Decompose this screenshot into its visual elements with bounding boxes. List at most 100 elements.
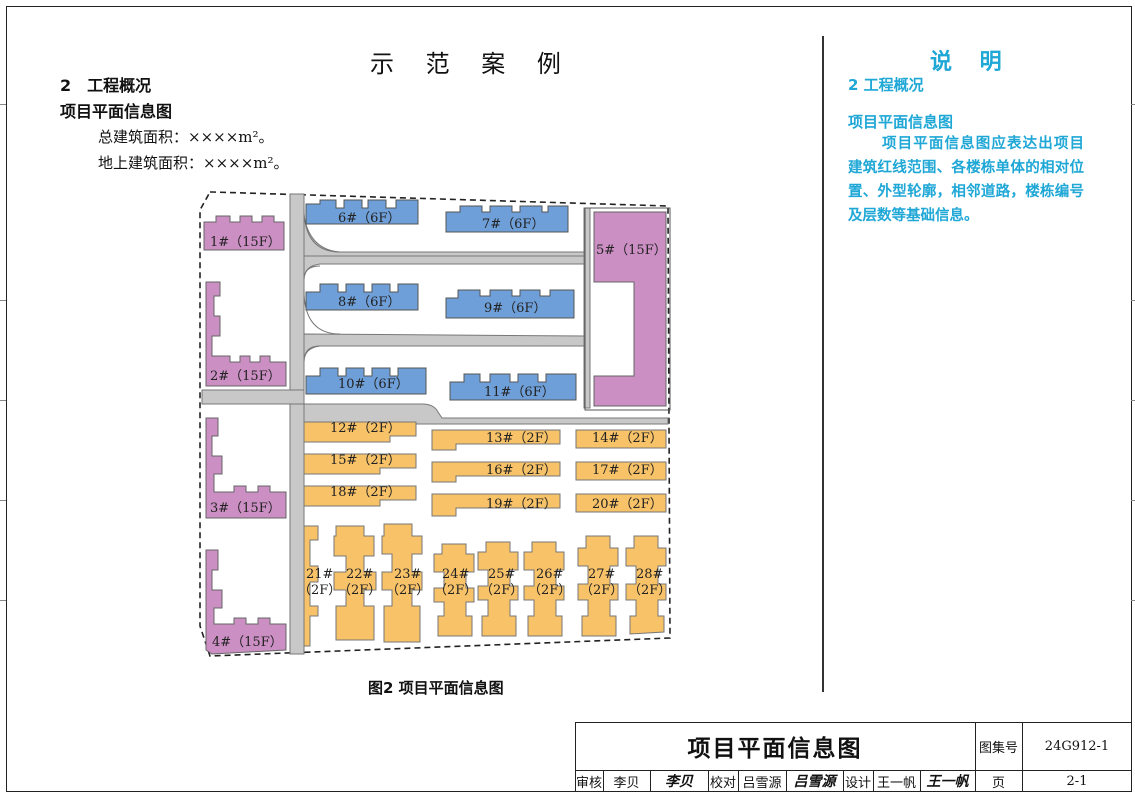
label-building-27: 27#: [588, 567, 615, 582]
road-bend: [303, 333, 586, 363]
label-building-25: 25#: [488, 567, 515, 582]
building-9: [445, 289, 575, 319]
label-building-14: 14#（2F）: [592, 431, 663, 446]
label-building-4: 4#（15F）: [212, 635, 283, 650]
explanation-body: 项目平面信息图应表达出项目建筑红线范围、各楼栋单体的相对位置、外型轮廓，相邻道路…: [848, 135, 1084, 224]
title-block-rule: [1022, 722, 1023, 792]
title-block-rule: [603, 770, 604, 792]
label-building-13: 13#（2F）: [486, 431, 557, 446]
midrise-group: [305, 199, 577, 401]
label-building-28-floors: （2F）: [628, 583, 671, 598]
edge-tick: [1131, 104, 1135, 105]
design-label: 设计: [844, 775, 871, 791]
property-boundary: [199, 191, 671, 657]
building-3: [205, 417, 287, 519]
label-building-26: 26#: [536, 567, 563, 582]
highrise-group: [203, 211, 667, 655]
above-ground-area-text: 地上建筑面积：××××m²。: [98, 154, 289, 172]
title-block-rule: [843, 770, 844, 792]
label-building-21-floors: （2F）: [298, 583, 341, 598]
total-area-text: 总建筑面积：××××m²。: [98, 128, 274, 146]
explanation-section: 2 工程概况: [848, 76, 924, 94]
edge-tick: [0, 300, 6, 301]
building-7: [445, 205, 569, 233]
building-16: [431, 461, 561, 483]
building-25: [477, 541, 519, 637]
title-block-rule: [920, 770, 921, 792]
building-8: [305, 283, 419, 311]
edge-tick: [0, 104, 6, 105]
label-building-10: 10#（6F）: [338, 377, 409, 392]
road-west: [201, 389, 305, 405]
edge-tick: [1131, 600, 1135, 601]
designer-name: 王一帆: [876, 775, 916, 791]
label-building-21: 21#: [306, 567, 333, 582]
building-11: [449, 373, 577, 401]
column-divider: [822, 36, 824, 692]
building-12: [303, 421, 417, 443]
edge-tick: [0, 400, 6, 401]
label-building-16: 16#（2F）: [486, 463, 557, 478]
label-building-5: 5#（15F）: [596, 243, 667, 258]
edge-tick: [1131, 400, 1135, 401]
atlas-number: 24G912-1: [1044, 738, 1110, 754]
title-block-rule: [650, 770, 651, 792]
label-building-26-floors: （2F）: [528, 583, 571, 598]
building-22: [333, 525, 377, 641]
building-20: [575, 493, 667, 513]
label-building-22-floors: （2F）: [338, 583, 381, 598]
label-building-23-floors: （2F）: [386, 583, 429, 598]
building-28: [625, 535, 667, 635]
building-23: [381, 523, 423, 643]
reviewer-name: 李贝: [613, 775, 640, 791]
title-block-rule: [786, 770, 787, 792]
building-2: [205, 281, 287, 387]
label-building-19: 19#（2F）: [486, 497, 557, 512]
label-building-6: 6#（6F）: [338, 211, 400, 226]
label-building-17: 17#（2F）: [592, 463, 663, 478]
drawing-title: 项目平面信息图: [687, 736, 863, 762]
title-block-rule: [575, 770, 1132, 771]
edge-tick: [0, 500, 6, 501]
building-15: [303, 453, 417, 475]
building-21: [303, 525, 319, 647]
site-plan: 1#（15F） 2#（15F） 3#（15F） 4#（15F） 5#（15F） …: [199, 191, 671, 657]
building-6: [305, 199, 419, 225]
building-27: [577, 535, 619, 637]
subsection-heading: 项目平面信息图: [60, 102, 173, 121]
building-5: [593, 211, 667, 407]
label-building-15: 15#（2F）: [330, 453, 401, 468]
building-19: [431, 493, 561, 517]
building-17: [575, 461, 667, 481]
label-building-25-floors: （2F）: [480, 583, 523, 598]
title-block-rule: [738, 770, 739, 792]
label-building-23: 23#: [394, 567, 421, 582]
checker-signature: 吕雪源: [793, 774, 836, 790]
label-building-24-floors: （2F）: [434, 583, 477, 598]
checker-name: 吕雪源: [742, 775, 782, 791]
label-building-1: 1#（15F）: [210, 235, 281, 250]
edge-tick: [1131, 300, 1135, 301]
edge-tick: [0, 600, 6, 601]
building-13: [431, 429, 561, 451]
label-building-8: 8#（6F）: [338, 295, 400, 310]
section-heading: 2 工程概况: [60, 76, 152, 95]
label-building-3: 3#（15F）: [210, 501, 281, 516]
figure-caption: 图2 项目平面信息图: [368, 679, 504, 697]
building-26: [523, 541, 565, 637]
building-1: [203, 215, 285, 251]
title-block: [575, 722, 1132, 792]
building-14: [575, 429, 667, 449]
title-block-rule: [975, 722, 976, 792]
label-building-7: 7#（6F）: [482, 217, 544, 232]
building-4: [205, 549, 287, 655]
page-title: 示 范 案 例: [370, 50, 573, 78]
lowrise-group: [303, 421, 667, 647]
designer-signature: 王一帆: [926, 774, 969, 790]
label-building-11: 11#（6F）: [484, 385, 555, 400]
check-label: 校对: [709, 775, 736, 791]
label-building-28: 28#: [636, 567, 663, 582]
page-number: 2-1: [1066, 773, 1088, 789]
title-block-rule: [873, 770, 874, 792]
label-building-27-floors: （2F）: [580, 583, 623, 598]
